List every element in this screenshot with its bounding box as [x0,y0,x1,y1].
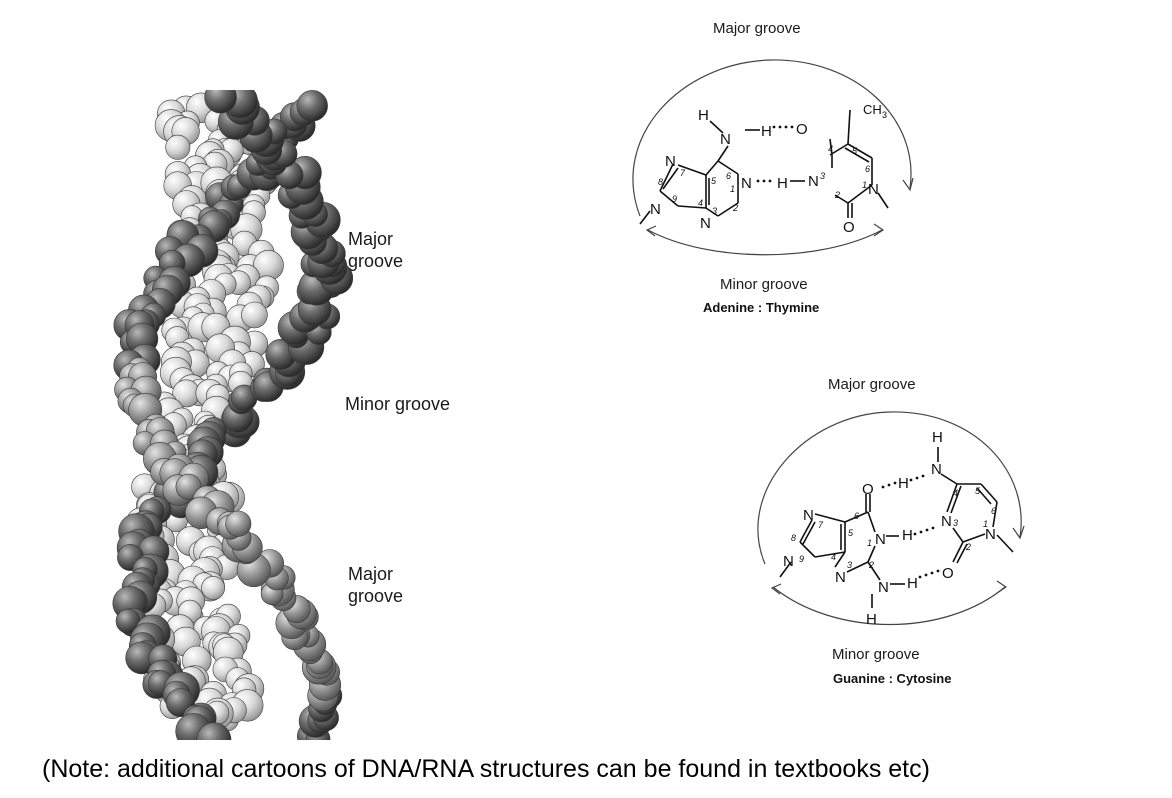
gc-o2c: O [942,565,954,582]
gc-major-groove-label: Major groove [828,376,916,393]
at-num: 3 [820,171,825,181]
adenine-thymine-structure: H N H O CH 3 N N H N N N N O 7 5 6 8 9 4… [632,59,914,256]
guanine-bonds [779,494,881,581]
helix-atom-sphere [296,90,328,122]
gc-num: 4 [831,552,836,562]
at-num: 2 [732,203,738,213]
at-num: 8 [658,177,663,187]
at-major-groove-label: Major groove [713,20,801,37]
gc-num: 7 [818,520,824,530]
gc-num: 1 [983,519,988,529]
gc-o6: O [862,481,874,498]
at-o2: O [843,219,855,236]
major-groove-label-top: Major groove [348,229,404,271]
gc-minor-groove-arc [772,586,1006,625]
at-n3a: N [700,215,711,232]
arrow-head-icon [770,583,782,595]
at-num: 5 [711,176,717,186]
gc-h-b3: H [907,575,918,592]
gc-n-g-amine: N [878,579,889,596]
gc-num: 5 [975,486,981,496]
footnote: (Note: additional cartoons of DNA/RNA st… [42,755,930,783]
at-num: 3 [712,206,717,216]
at-num: 4 [828,144,833,154]
gc-h-b2: H [902,527,913,544]
gc-num: 9 [799,554,804,564]
gc-num: 2 [965,542,971,552]
at-h-bond2: H [777,175,788,192]
gc-h-b1: H [898,475,909,492]
arrow-head-icon [873,223,885,237]
major-groove-label-bottom: Major groove [348,564,404,606]
helix-atom-sphere [241,301,268,329]
at-num: 2 [834,190,840,200]
arrow-head-icon [1012,525,1025,540]
gc-n1: N [875,531,886,548]
at-n9: N [650,201,661,218]
at-num: 5 [852,146,858,156]
at-o4: O [796,121,808,138]
dna-helix-model [112,90,354,740]
gc-num: 3 [847,560,852,570]
gc-n3g: N [835,569,846,586]
gc-minor-groove-label: Minor groove [832,646,920,663]
at-caption: Adenine : Thymine [703,300,820,315]
gc-num: 6 [854,511,859,521]
at-major-groove-arc [632,59,912,217]
gc-h-g-bottom: H [866,611,877,628]
at-n7: N [665,153,676,170]
gc-num: 6 [991,506,996,516]
at-num: 1 [862,180,867,190]
at-ch3: CH [863,102,882,117]
gc-num: 5 [848,528,854,538]
helix-atom-sphere [204,90,237,114]
at-num: 6 [865,164,870,174]
at-num: 6 [726,171,731,181]
at-n1t: N [868,181,879,198]
gc-hydrogen-bonds [881,474,940,579]
gc-num: 2 [868,560,874,570]
at-ch3-sub: 3 [882,110,887,120]
at-n-amine: N [720,131,731,148]
arrow-head-icon [645,225,657,237]
gc-num: 3 [953,518,958,528]
helix-atom-sphere [196,722,232,740]
at-hydrogen-bonds [756,125,794,183]
guanine-cytosine-structure: H N O H N N H N N N N N H O H 7 5 6 8 9 … [757,411,1025,628]
at-minor-groove-label: Minor groove [720,276,808,293]
gc-major-groove-arc [757,411,1022,565]
cytosine-bonds [937,447,1014,564]
at-num: 9 [672,194,677,204]
helix-atoms [112,90,354,740]
at-num: 1 [730,184,735,194]
gc-num: 8 [791,533,796,543]
gc-caption: Guanine : Cytosine [833,671,952,686]
gc-n-c-amine: N [931,461,942,478]
gc-n3c: N [941,513,952,530]
at-num: 7 [680,168,686,178]
gc-n1c: N [985,526,996,543]
thymine-bonds [829,109,889,218]
at-num: 4 [698,198,703,208]
helix-atom-sphere [225,510,252,537]
helix-atom-sphere [165,134,191,160]
at-h-bond1: H [761,123,772,140]
adenine-bonds [639,120,739,225]
gc-n9: N [783,553,794,570]
gc-n7: N [803,507,814,524]
at-minor-groove-arc [647,229,883,256]
gc-num: 1 [867,538,872,548]
at-n1: N [741,175,752,192]
gc-h-c-top: H [932,429,943,446]
at-h-top: H [698,107,709,124]
helix-atom-sphere [201,575,226,600]
at-n3: N [808,173,819,190]
arrow-head-icon [902,177,914,192]
minor-groove-label: Minor groove [345,394,451,414]
arrow-head-icon [996,580,1008,594]
gc-num: 4 [953,488,958,498]
